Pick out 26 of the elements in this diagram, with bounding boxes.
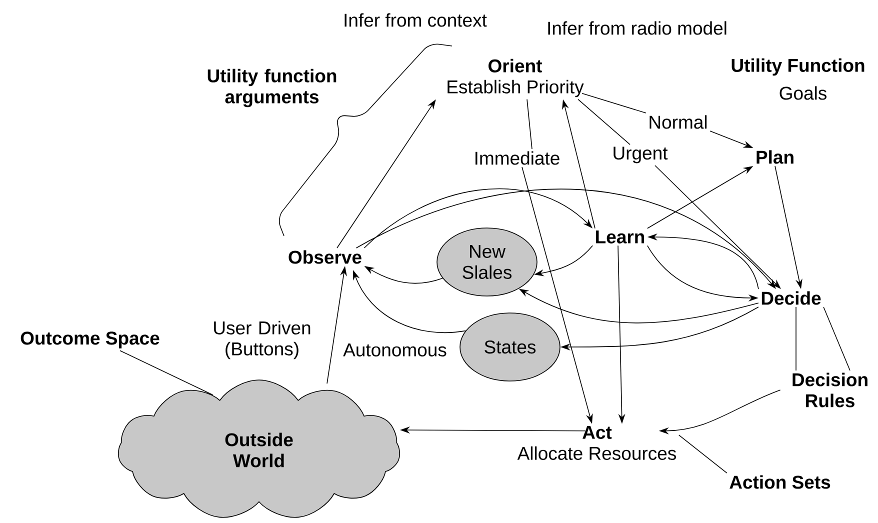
connector-line [823,306,850,371]
rule-label: Action Sets [730,475,830,489]
priority-label: Normal [650,115,707,129]
text-label: Infer from radio model [548,21,726,35]
step-label: Observe [288,250,362,264]
space-label: Outcome Space [20,332,160,348]
step-label: Plan [756,150,794,164]
connector-line [120,350,214,396]
rule-label: Decision Rules [792,372,868,408]
priority-label: Urgent [614,146,668,164]
text-label: Utility function arguments [208,68,336,108]
connector-line [578,98,630,145]
priority-label: Immediate [476,151,560,165]
step-label: Decide [762,291,821,305]
text-label: Goals [780,86,826,100]
text-label: Utility Function [732,58,864,76]
step-label: Learn [596,230,644,244]
text-label: User Driven (Buttons) [214,320,310,360]
connector-line [582,92,646,114]
step-label: Act Allocate Resources [517,426,676,460]
connector-line [526,98,532,150]
arrow [654,165,781,289]
connector-line [678,434,728,474]
text-label: Infer from context [344,13,487,27]
text-label: Autonomous [343,344,446,356]
step-label: Orient Establish Priority [448,58,584,98]
